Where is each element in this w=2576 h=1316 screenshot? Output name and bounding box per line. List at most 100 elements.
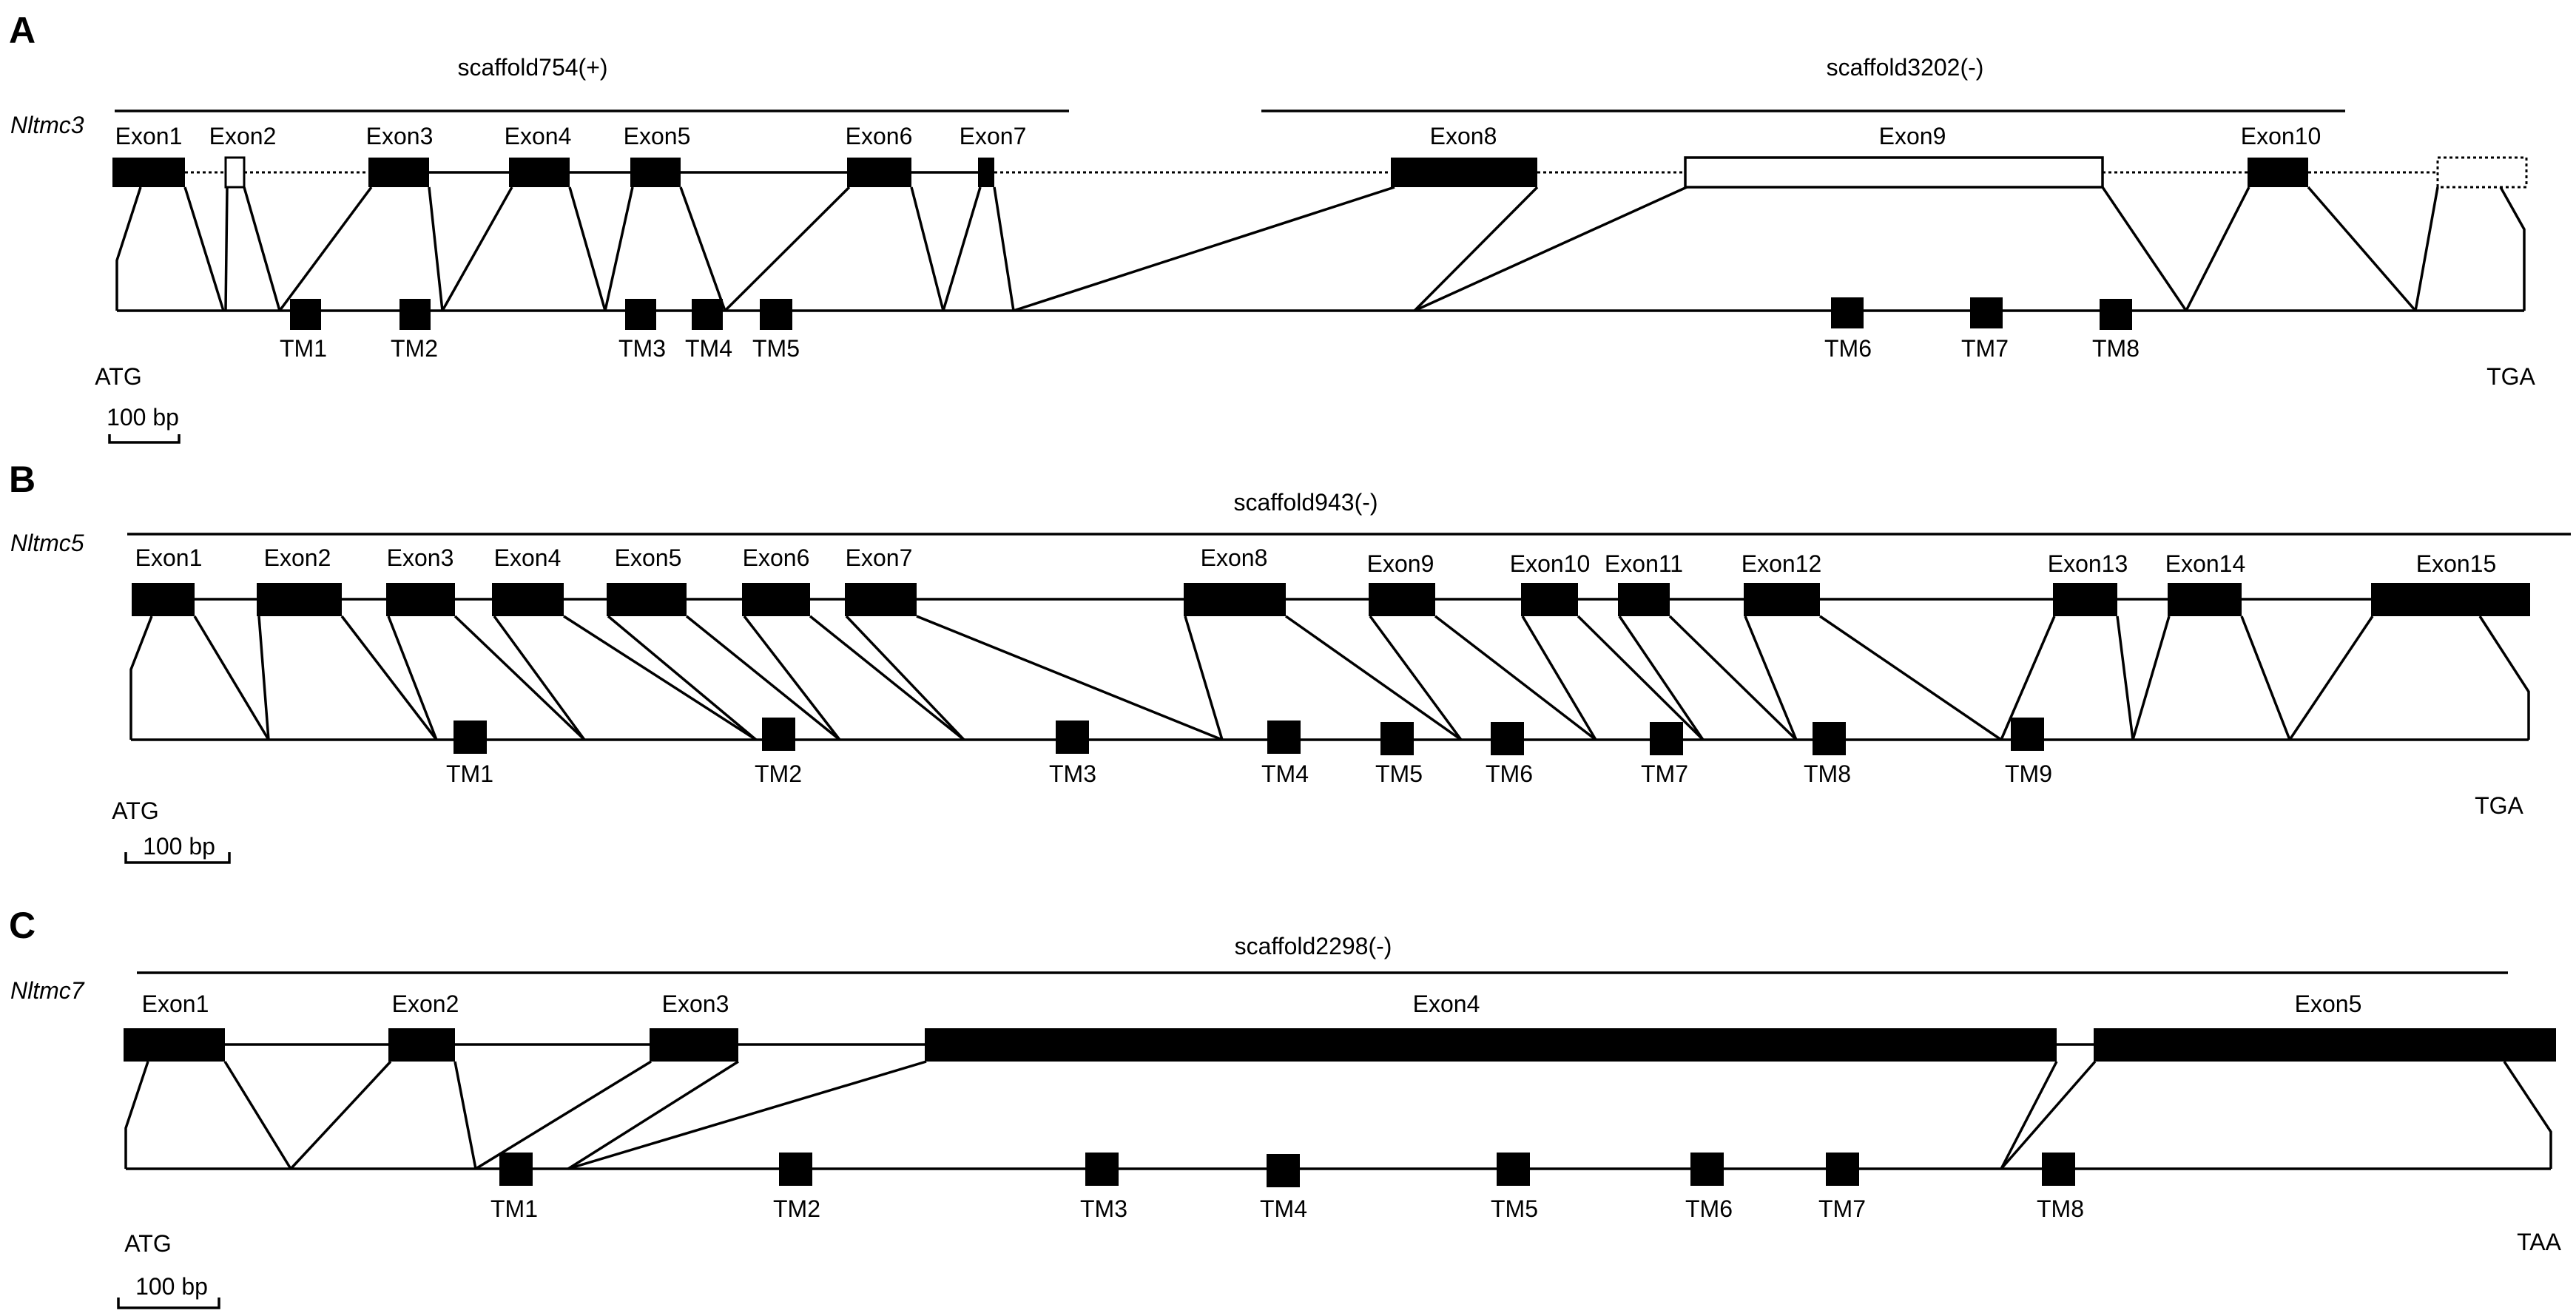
tm-label: TM9 (2005, 760, 2052, 787)
exon-15: Exon15 (2371, 550, 2530, 616)
exon-5: Exon5 (607, 544, 687, 616)
gene-name: Nltmc5 (10, 530, 84, 556)
exon-10: Exon10 (1510, 550, 1590, 616)
panel-b: B Nltmc5 scaffold943(-) Exon1 Exon2 Exon… (9, 459, 2571, 864)
tm-label: TM1 (446, 760, 493, 787)
tm-7: TM7 (1641, 722, 1688, 787)
exon-4: Exon4 (492, 544, 564, 616)
tm-1: TM1 (280, 299, 327, 362)
tm-5: TM5 (1491, 1153, 1538, 1222)
exon-label: Exon3 (387, 544, 454, 571)
exon-label: Exon2 (264, 544, 331, 571)
exon-4: Exon4 (505, 123, 571, 187)
exon-label: Exon7 (846, 544, 913, 571)
gene-name: Nltmc7 (10, 977, 85, 1004)
tm-row: TM1 TM2 TM3 TM4 TM5 TM6 TM7 TM8 (280, 297, 2140, 362)
scale-label: 100 bp (135, 1273, 208, 1300)
exon-10: Exon10 (2241, 123, 2321, 187)
tm-7: TM7 (1961, 297, 2009, 362)
exon-4: Exon4 (925, 991, 2057, 1062)
tm-label: TM5 (752, 335, 800, 362)
scale-label: 100 bp (143, 833, 215, 860)
exon-label: Exon15 (2416, 550, 2497, 577)
tm-2: TM2 (755, 718, 802, 787)
tm-4: TM4 (1261, 721, 1309, 787)
tm-label: TM3 (1080, 1195, 1127, 1222)
panel-letter: A (9, 10, 36, 51)
exon-label: Exon4 (1413, 991, 1480, 1017)
scale-bar: 100 bp (117, 1273, 220, 1309)
scaffold-label: scaffold754(+) (457, 54, 607, 81)
exon-8: Exon8 (1184, 544, 1286, 616)
tm-label: TM4 (685, 335, 732, 362)
exon-7: Exon7 (960, 123, 1027, 187)
untranslated-region-box (2436, 156, 2528, 189)
exon-mapping-lines (115, 186, 2526, 312)
exon-2: Exon2 (388, 991, 459, 1062)
scale-label: 100 bp (107, 404, 179, 431)
start-codon: ATG (112, 797, 158, 824)
exon-label: Exon11 (1605, 550, 1683, 577)
tm-label: TM1 (490, 1195, 538, 1222)
exon-row: Exon1 Exon2 Exon3 Exon4 Exon5 Exon6 (112, 123, 2528, 189)
exon-11: Exon11 (1605, 550, 1683, 616)
tm-label: TM2 (773, 1195, 820, 1222)
tm-9: TM9 (2005, 718, 2052, 787)
stop-codon: TGA (2486, 363, 2535, 390)
exon-label: Exon1 (115, 123, 183, 149)
panel-c: C Nltmc7 scaffold2298(-) Exon1 Exon2 Exo… (9, 905, 2562, 1309)
gene-name: Nltmc3 (10, 112, 84, 138)
tm-label: TM6 (1824, 335, 1872, 362)
tm-2: TM2 (391, 299, 438, 362)
exon-2: Exon2 (209, 123, 276, 189)
tm-label: TM2 (391, 335, 438, 362)
exon-mapping-lines (124, 1060, 2552, 1170)
exon-label: Exon3 (366, 123, 434, 149)
tm-5: TM5 (1375, 722, 1423, 787)
stop-codon: TGA (2475, 792, 2523, 819)
tm-2: TM2 (773, 1153, 820, 1222)
exon-row: Exon1 Exon2 Exon3 Exon4 Exon5 Exon6 Exon… (132, 544, 2530, 616)
tm-6: TM6 (1685, 1153, 1733, 1222)
exon-2: Exon2 (257, 544, 342, 616)
exon-label: Exon7 (960, 123, 1027, 149)
exon-5: Exon5 (624, 123, 690, 187)
tm-1: TM1 (490, 1153, 538, 1222)
exon-12: Exon12 (1742, 550, 1822, 616)
tm-label: TM4 (1260, 1195, 1307, 1222)
exon-label: Exon12 (1742, 550, 1822, 577)
tm-7: TM7 (1818, 1153, 1866, 1222)
exon-9: Exon9 (1684, 123, 2104, 189)
exon-label: Exon5 (2295, 991, 2362, 1017)
tm-8: TM8 (2037, 1153, 2084, 1222)
exon-14: Exon14 (2165, 550, 2246, 616)
tm-5: TM5 (752, 299, 800, 362)
tm-6: TM6 (1486, 722, 1533, 787)
scale-bar: 100 bp (124, 833, 231, 864)
exon-label: Exon8 (1430, 123, 1497, 149)
exon-row: Exon1 Exon2 Exon3 Exon4 Exon5 (124, 991, 2556, 1062)
exon-8: Exon8 (1391, 123, 1537, 187)
exon-3: Exon3 (650, 991, 738, 1062)
tm-label: TM5 (1375, 760, 1423, 787)
tm-3: TM3 (1049, 721, 1096, 787)
tm-8: TM8 (2092, 299, 2140, 362)
panel-a: A Nltmc3 scaffold754(+) scaffold3202(-) … (9, 10, 2536, 444)
panel-letter: B (9, 459, 36, 500)
exon-label: Exon3 (662, 991, 729, 1017)
exon-9: Exon9 (1367, 550, 1435, 616)
tm-label: TM7 (1818, 1195, 1866, 1222)
exon-5: Exon5 (2094, 991, 2556, 1062)
tm-label: TM4 (1261, 760, 1309, 787)
scale-bar: 100 bp (107, 404, 181, 444)
exon-3: Exon3 (386, 544, 455, 616)
start-codon: ATG (95, 363, 141, 390)
tm-label: TM7 (1641, 760, 1688, 787)
tm-6: TM6 (1824, 297, 1872, 362)
tm-label: TM7 (1961, 335, 2009, 362)
exon-mapping-lines (129, 615, 2530, 741)
exon-label: Exon14 (2165, 550, 2246, 577)
exon-1: Exon1 (124, 991, 225, 1062)
exon-label: Exon5 (615, 544, 682, 571)
